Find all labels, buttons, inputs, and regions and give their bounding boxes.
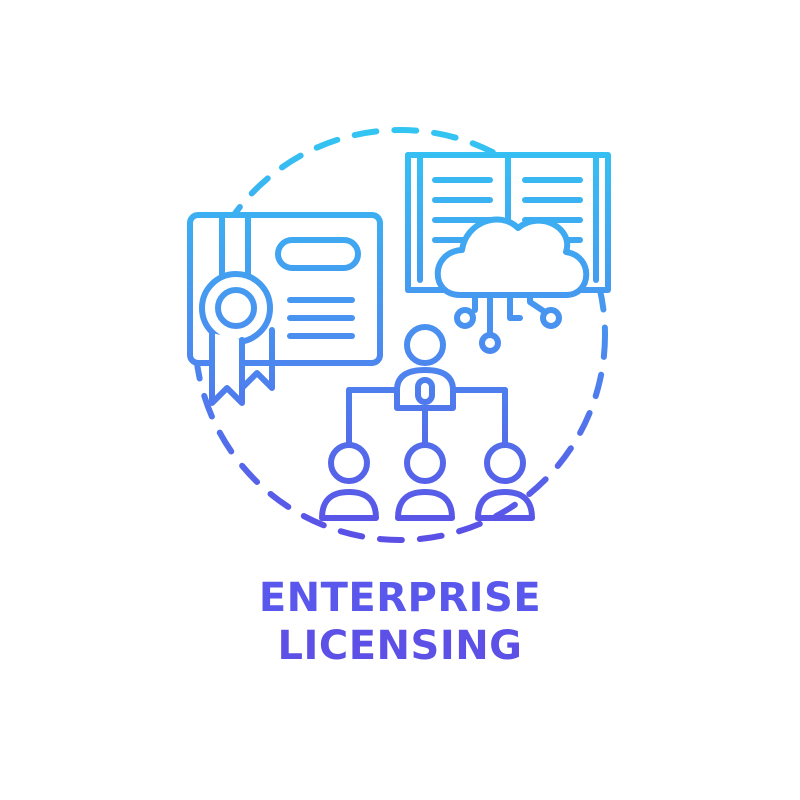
cloud-network-icon: [434, 216, 590, 354]
org-chart-icon: [319, 324, 535, 521]
award-ribbon-icon: [199, 271, 275, 406]
title-line-2: LICENSING: [277, 623, 523, 669]
title-line-1: ENTERPRISE: [258, 575, 542, 621]
